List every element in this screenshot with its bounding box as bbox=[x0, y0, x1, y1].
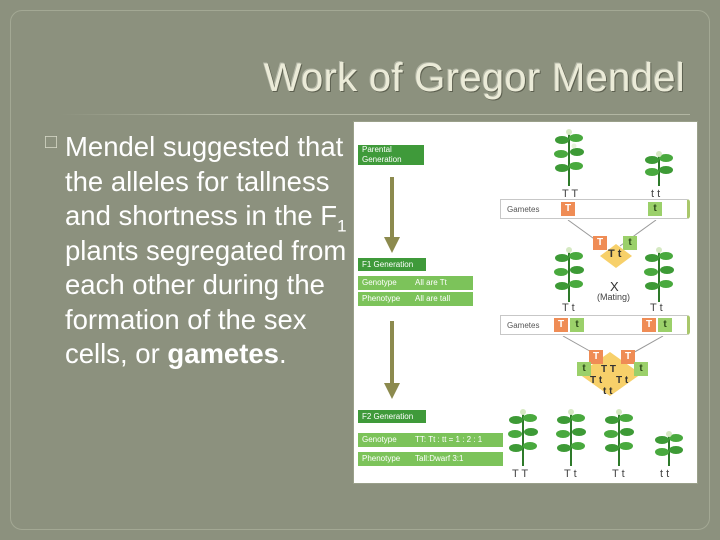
subscript: 1 bbox=[337, 216, 347, 236]
allele-dominant: T bbox=[561, 202, 575, 216]
f2-genotype-1: T T bbox=[512, 468, 529, 480]
f2-genotype-3: T t bbox=[612, 468, 625, 480]
parent-left-genotype: T T bbox=[562, 188, 579, 200]
f1-phenotype-value: All are tall bbox=[411, 292, 473, 306]
down-arrow-icon bbox=[384, 177, 400, 253]
f2-punnett-tt-dominant: T T bbox=[601, 364, 616, 375]
tall-plant-icon bbox=[604, 409, 634, 466]
tall-plant-icon bbox=[554, 247, 584, 302]
tall-plant-icon bbox=[508, 409, 538, 466]
f2-genotype-value: TT: Tt : tt = 1 : 2 : 1 bbox=[411, 433, 503, 447]
allele-recessive: t bbox=[570, 318, 584, 332]
f2-genotype-4: t t bbox=[660, 468, 670, 480]
f1-genotype-value: All are Tt bbox=[411, 276, 473, 290]
tall-plant-icon bbox=[556, 409, 586, 466]
f2-punnett-tt-recessive: t t bbox=[603, 386, 613, 397]
down-arrow-icon bbox=[384, 321, 400, 399]
gametes-label: Gametes bbox=[507, 205, 540, 214]
gametes-bar: Gametes bbox=[500, 199, 690, 219]
parent-right-genotype: t t bbox=[651, 188, 661, 200]
f1-generation-label: F1 Generation bbox=[358, 258, 426, 271]
dwarf-plant-icon bbox=[645, 151, 673, 186]
f2-punnett-tt-hetero: T t bbox=[616, 375, 629, 386]
tall-plant-icon bbox=[644, 247, 674, 302]
allele-dominant: T bbox=[589, 350, 603, 364]
allele-dominant: T bbox=[593, 236, 607, 250]
tall-plant-icon bbox=[554, 129, 584, 186]
punnett-diamond bbox=[600, 244, 632, 268]
bullet-text-part: . bbox=[278, 338, 287, 369]
allele-recessive: t bbox=[648, 202, 662, 216]
f2-genotype-2: T t bbox=[564, 468, 577, 480]
genotype-label: Genotype bbox=[358, 433, 413, 447]
allele-recessive: t bbox=[634, 362, 648, 376]
f2-punnett-tt-hetero: T t bbox=[590, 375, 603, 386]
dwarf-plant-icon bbox=[655, 431, 683, 466]
mendel-cross-figure: Parental Generation F1 Generation Genoty… bbox=[353, 121, 698, 484]
parental-generation-text: Parental Generation bbox=[362, 145, 402, 164]
allele-dominant: T bbox=[554, 318, 568, 332]
allele-recessive: t bbox=[623, 236, 637, 250]
bullet-text-part: Mendel suggested that the alleles for ta… bbox=[65, 131, 344, 231]
slide-title: Work of Gregor Mendel bbox=[263, 56, 685, 100]
phenotype-label: Phenotype bbox=[358, 292, 413, 306]
allele-dominant: T bbox=[642, 318, 656, 332]
allele-dominant: T bbox=[621, 350, 635, 364]
allele-recessive: t bbox=[658, 318, 672, 332]
bold-term: gametes bbox=[167, 338, 279, 369]
parental-generation-label: Parental Generation bbox=[358, 145, 424, 165]
gametes-label: Gametes bbox=[507, 321, 540, 330]
mating-label: (Mating) bbox=[597, 292, 631, 302]
bullet-icon: □ bbox=[45, 131, 58, 153]
f1-left-genotype: T t bbox=[562, 302, 575, 314]
slide-frame bbox=[10, 10, 710, 530]
f2-phenotype-value: Tall:Dwarf 3:1 bbox=[411, 452, 503, 466]
genotype-label: Genotype bbox=[358, 276, 413, 290]
title-divider bbox=[60, 114, 690, 115]
phenotype-label: Phenotype bbox=[358, 452, 413, 466]
f1-punnett-result: T t bbox=[608, 248, 622, 260]
cross-symbol: X bbox=[610, 279, 619, 294]
bullet-text-part: plants segregated from each other during… bbox=[65, 234, 347, 370]
bullet-paragraph: Mendel suggested that the alleles for ta… bbox=[65, 130, 355, 372]
f2-generation-label: F2 Generation bbox=[358, 410, 426, 423]
allele-recessive: t bbox=[577, 362, 591, 376]
f1-right-genotype: T t bbox=[650, 302, 663, 314]
body-text: □ Mendel suggested that the alleles for … bbox=[45, 130, 355, 372]
